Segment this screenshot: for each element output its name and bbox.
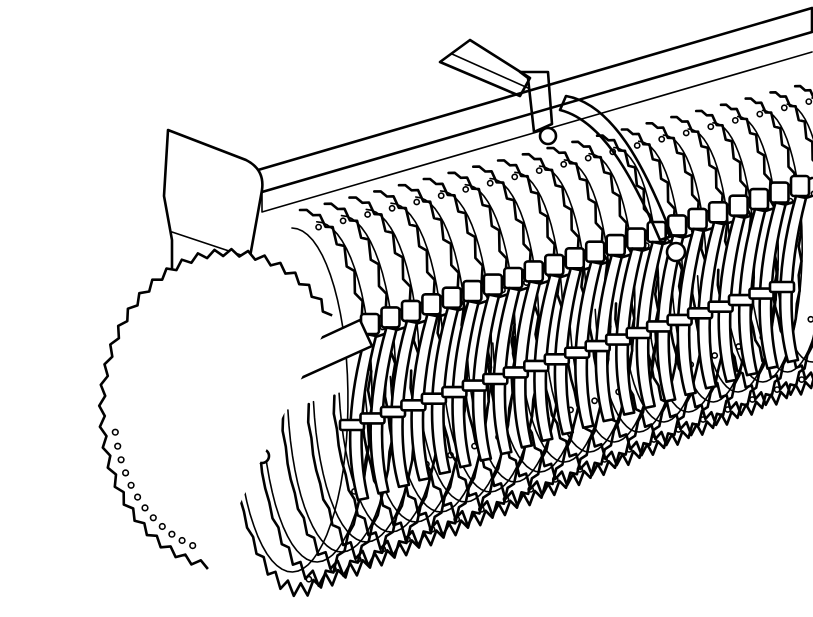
scraper-tine bbox=[625, 220, 668, 410]
ring-edge bbox=[716, 91, 813, 407]
ring-hole bbox=[707, 123, 715, 131]
ring-hole bbox=[780, 104, 788, 112]
ring-hole bbox=[731, 117, 739, 124]
ring-edge bbox=[281, 196, 421, 578]
ring-hole bbox=[711, 352, 719, 359]
ring-hole bbox=[535, 167, 543, 174]
scraper-tine bbox=[543, 247, 586, 436]
disc-hole bbox=[168, 530, 176, 538]
ring-hole bbox=[591, 397, 598, 405]
scraper-tine bbox=[502, 260, 545, 449]
scraper-bar bbox=[338, 174, 813, 502]
ring-hole bbox=[810, 190, 813, 197]
ring-hole bbox=[486, 179, 494, 187]
scraper-tine bbox=[686, 201, 729, 390]
disc-hole bbox=[158, 522, 166, 531]
disc-hole bbox=[127, 481, 135, 489]
disc-hole bbox=[134, 493, 142, 501]
disc-hole bbox=[149, 514, 157, 522]
scraper-tine bbox=[400, 292, 442, 482]
ring-hole bbox=[315, 223, 322, 231]
scraper-tine bbox=[604, 227, 647, 416]
ring-edge bbox=[230, 208, 373, 598]
scraper-tine bbox=[563, 240, 606, 430]
ring-hole bbox=[756, 110, 764, 118]
ring-hole bbox=[682, 129, 690, 137]
ring-hole bbox=[658, 135, 666, 143]
ring-hole bbox=[807, 315, 813, 323]
ring-hole bbox=[584, 154, 592, 162]
ring-edge bbox=[460, 152, 588, 507]
scraper-tine bbox=[420, 286, 463, 476]
scraper-tine bbox=[461, 273, 504, 462]
scraper-tine bbox=[379, 299, 422, 489]
disc-hole bbox=[111, 428, 119, 436]
scraper-tine bbox=[584, 233, 627, 423]
ring-edge bbox=[639, 109, 755, 437]
end-disc bbox=[97, 247, 333, 570]
scraper-tine bbox=[707, 194, 749, 384]
ring-hole bbox=[633, 142, 641, 149]
scraper-tine bbox=[522, 253, 565, 443]
scraper-tine bbox=[666, 207, 708, 397]
scraper-tine bbox=[645, 214, 688, 403]
scraper-tine bbox=[727, 187, 770, 377]
disc-hole bbox=[141, 504, 149, 512]
ring-hole bbox=[364, 211, 371, 218]
main-beam bbox=[256, 6, 813, 213]
ring-edge bbox=[255, 202, 397, 588]
ring-edge bbox=[434, 159, 564, 517]
ring-edge bbox=[306, 190, 445, 567]
ring-hole bbox=[773, 386, 781, 393]
ring-edge bbox=[511, 140, 636, 487]
ring-hole bbox=[413, 198, 421, 206]
disc-hole bbox=[178, 536, 186, 545]
ring-edge bbox=[409, 165, 541, 527]
disc-hole bbox=[117, 456, 125, 464]
ring-hole bbox=[388, 204, 396, 212]
scraper-tine bbox=[768, 174, 811, 364]
ring-hole bbox=[749, 396, 756, 403]
scraper-tine bbox=[748, 181, 790, 370]
disc-hole bbox=[189, 541, 197, 550]
ring-edge bbox=[742, 84, 813, 396]
ring-hole bbox=[339, 217, 347, 225]
scraper-tine bbox=[359, 306, 401, 495]
ring-edge bbox=[486, 146, 612, 497]
scraper-tine bbox=[441, 279, 483, 469]
adjustment-arm bbox=[438, 38, 687, 263]
ring-hole bbox=[305, 575, 313, 583]
roller-rings bbox=[230, 84, 813, 598]
scraper-tines bbox=[338, 174, 811, 502]
ring-hole bbox=[805, 98, 813, 105]
ring-hole bbox=[437, 192, 445, 200]
disc-hole bbox=[114, 442, 122, 450]
ring-hole bbox=[798, 376, 806, 383]
ring-edge bbox=[358, 177, 493, 547]
ring-edge bbox=[383, 171, 517, 537]
disc-hole bbox=[121, 469, 130, 477]
ring-hole bbox=[511, 173, 519, 181]
ring-inner-edge bbox=[235, 227, 349, 573]
scraper-tine bbox=[481, 266, 524, 456]
ring-hole bbox=[560, 160, 568, 168]
ring-edge bbox=[332, 183, 469, 557]
ring-edge bbox=[537, 134, 660, 477]
ring-hole bbox=[462, 185, 470, 193]
